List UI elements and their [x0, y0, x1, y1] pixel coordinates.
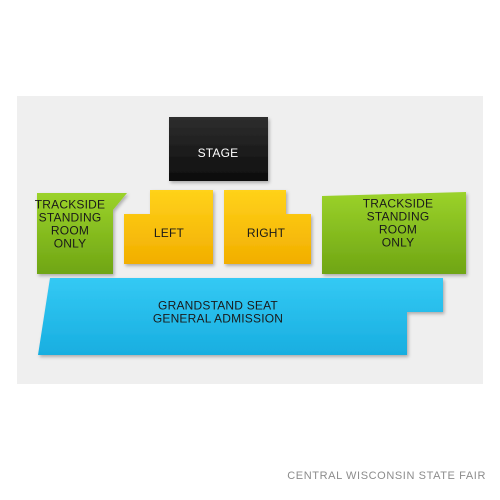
venue-name: CENTRAL WISCONSIN STATE FAIR [287, 470, 486, 482]
section-label-line: TRACKSIDE [35, 198, 105, 212]
section-label-line: STANDING [39, 211, 102, 225]
section-label-line: ROOM [379, 223, 417, 237]
section-right[interactable]: RIGHT [224, 190, 311, 264]
section-label-line: GRANDSTAND SEAT [158, 299, 278, 313]
section-label-line: ONLY [382, 236, 415, 250]
section-left-label: LEFT [154, 226, 185, 240]
section-stage-label: STAGE [198, 146, 239, 160]
section-label-line: GENERAL ADMISSION [153, 312, 283, 326]
section-label-line: LEFT [154, 226, 185, 240]
section-right-label: RIGHT [247, 226, 286, 240]
section-label-line: TRACKSIDE [363, 197, 433, 211]
section-stage[interactable]: STAGE [169, 117, 268, 181]
section-label-line: RIGHT [247, 226, 286, 240]
section-label-line: STANDING [367, 210, 430, 224]
section-left[interactable]: LEFT [124, 190, 213, 264]
section-label-line: STAGE [198, 146, 239, 160]
section-label-line: ROOM [51, 224, 89, 238]
section-label-line: ONLY [54, 237, 87, 251]
